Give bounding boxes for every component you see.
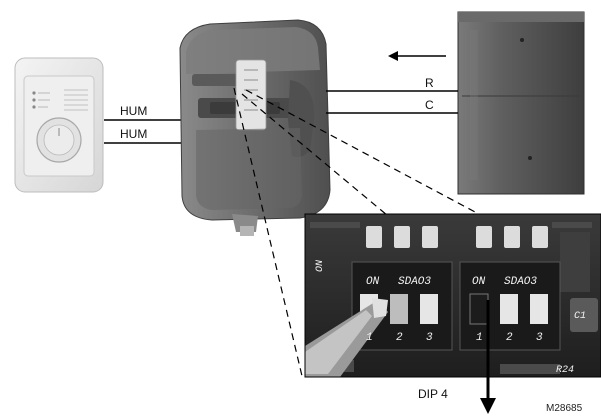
led-4 xyxy=(476,226,492,248)
dip-switch-3[interactable] xyxy=(420,294,438,324)
hum-label-bottom: HUM xyxy=(120,127,147,141)
furnace xyxy=(457,11,585,195)
hum-label-top: HUM xyxy=(120,104,147,118)
c1-label: C1 xyxy=(574,311,586,322)
led-3 xyxy=(422,226,438,248)
switch-num-6: 3 xyxy=(536,332,543,344)
switch-num-3: 3 xyxy=(426,332,433,344)
figure-code: M28685 xyxy=(546,403,583,414)
r24-label: R24 xyxy=(556,365,574,376)
sdao3-label-left: SDAO3 xyxy=(398,276,431,288)
switch-num-5: 2 xyxy=(506,332,513,344)
led-5 xyxy=(504,226,520,248)
dip-switch-4[interactable] xyxy=(469,293,489,325)
dip-switch-5[interactable] xyxy=(500,294,518,324)
switch-num-1: 1 xyxy=(366,332,373,344)
r-label: R xyxy=(425,76,434,90)
circuit-board-inset: ON SDAO3 ON SDAO3 1 2 3 1 2 3 ON C1 R24 xyxy=(304,213,601,378)
switch-num-2: 2 xyxy=(396,332,403,344)
sdao3-label-right: SDAO3 xyxy=(504,276,537,288)
airflow-arrow-head xyxy=(388,51,398,61)
hum-wires: HUM HUM xyxy=(104,104,186,144)
dip4-label: DIP 4 xyxy=(418,387,448,401)
led-1 xyxy=(366,226,382,248)
humidistat xyxy=(14,57,104,193)
humidifier-control-panel xyxy=(235,59,267,131)
dip-switch-2[interactable] xyxy=(390,294,408,324)
on-label-vertical: ON xyxy=(315,260,326,272)
dip4-arrow-head xyxy=(480,398,496,414)
on-label-left: ON xyxy=(366,276,380,288)
switch-num-4: 1 xyxy=(476,332,483,344)
on-label-right: ON xyxy=(472,276,486,288)
c-label: C xyxy=(425,98,434,112)
humidifier xyxy=(179,19,331,236)
screwdriver xyxy=(305,298,388,377)
furnace-wires: R C xyxy=(326,51,458,114)
dip4-arrow: DIP 4 xyxy=(418,300,496,414)
led-2 xyxy=(394,226,410,248)
dip-switch-6[interactable] xyxy=(530,294,548,324)
led-6 xyxy=(532,226,548,248)
